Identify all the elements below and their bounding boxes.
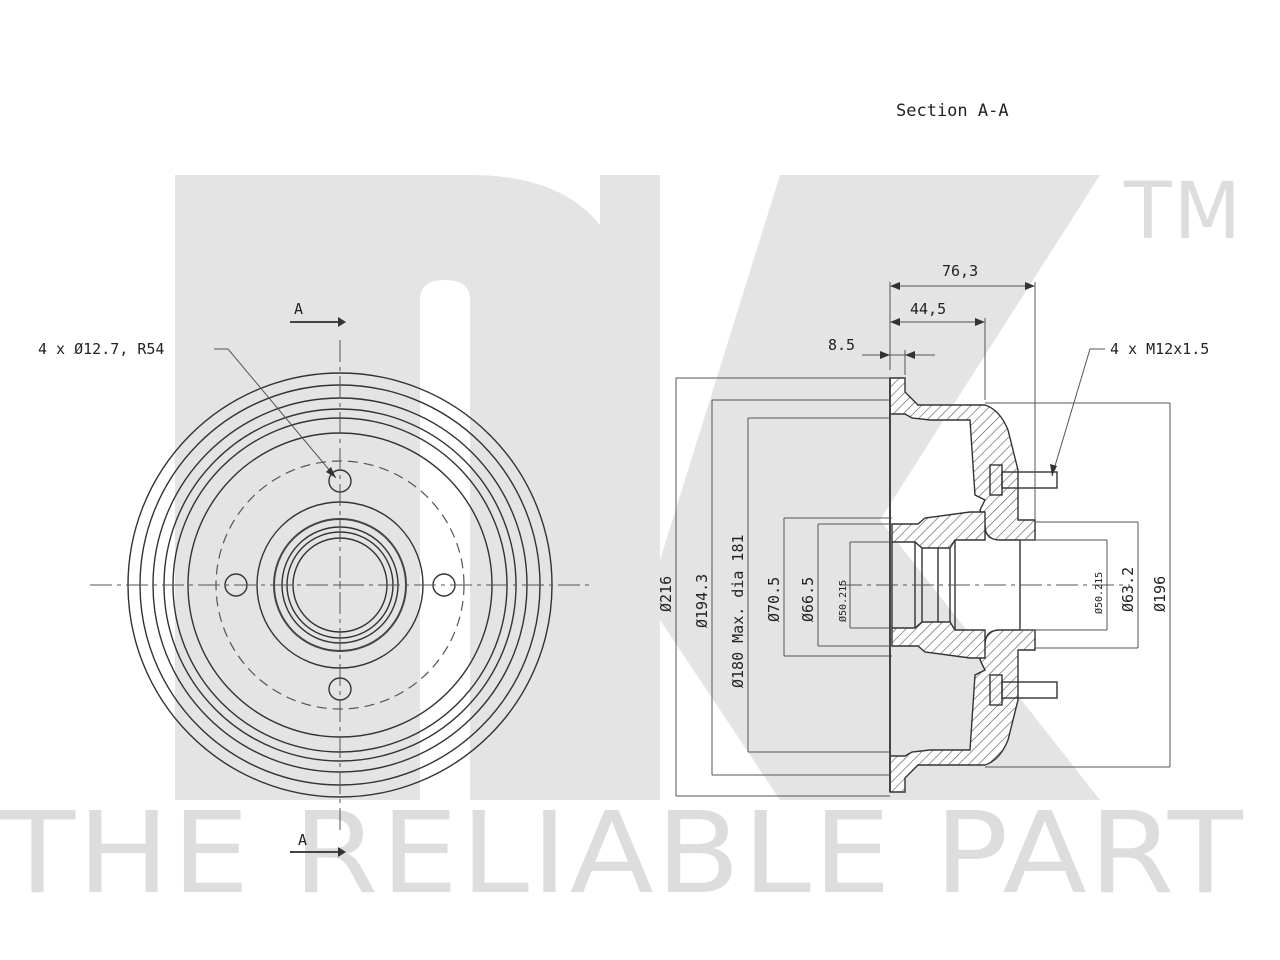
dim-width-hub: 44,5 <box>910 300 946 318</box>
front-view: A A 4 x Ø12.7, R54 <box>38 300 590 857</box>
dim-d50-right: Ø50.215 <box>1093 572 1105 614</box>
section-marker-top: A <box>294 300 303 318</box>
stud-label: 4 x M12x1.5 <box>1110 340 1209 358</box>
slogan-watermark: THE RELIABLE PART <box>0 789 1245 919</box>
nk-logo-watermark: TM <box>175 167 1243 800</box>
section-view: 76,3 44,5 8.5 4 x M12x1.5 <box>657 262 1209 797</box>
dim-flange: 8.5 <box>828 336 855 354</box>
dim-d194: Ø194.3 <box>693 574 711 628</box>
dim-d216: Ø216 <box>657 576 675 612</box>
dim-d50-left: Ø50.215 <box>837 580 849 622</box>
bolt-hole-label: 4 x Ø12.7, R54 <box>38 340 164 358</box>
dim-d196: Ø196 <box>1151 576 1169 612</box>
dim-width-total: 76,3 <box>942 262 978 280</box>
dim-d70: Ø70.5 <box>765 577 783 622</box>
section-marker-bottom: A <box>298 831 307 849</box>
dim-d63: Ø63.2 <box>1119 567 1137 612</box>
trademark-text: TM <box>1123 167 1243 257</box>
dim-d180: Ø180 Max. dia 181 <box>729 534 747 688</box>
section-title: Section A-A <box>896 101 1009 121</box>
dim-d66: Ø66.5 <box>799 577 817 622</box>
